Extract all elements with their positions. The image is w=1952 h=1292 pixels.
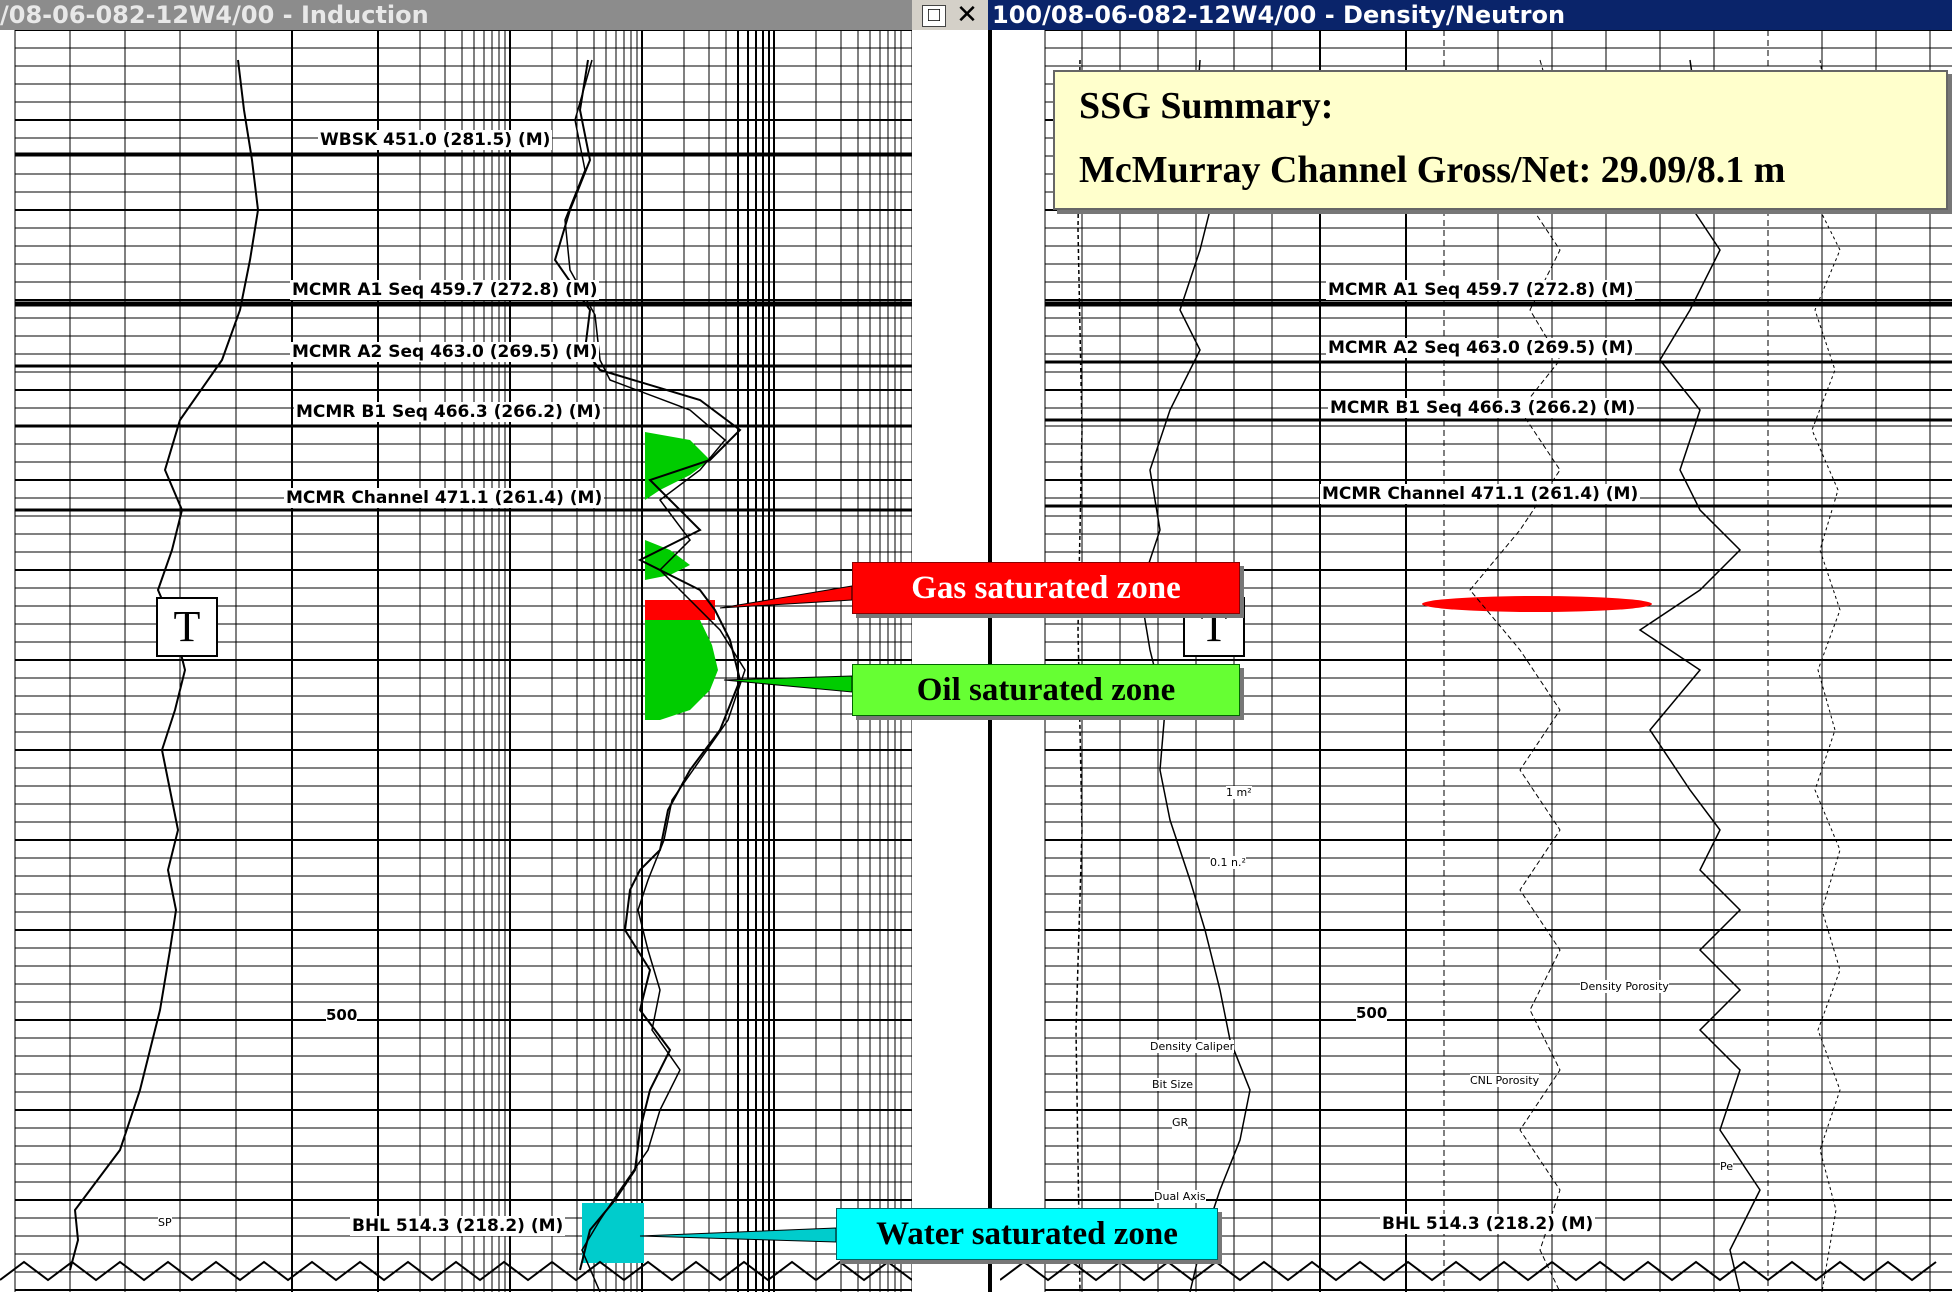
oil-zone-mid bbox=[645, 540, 690, 580]
caliper-curve bbox=[1075, 59, 1083, 1292]
gas-crossover-shade bbox=[1422, 596, 1652, 612]
bit-size-label: Bit Size bbox=[1152, 1078, 1193, 1091]
induction-log-pane[interactable]: WBSK 451.0 (281.5) (M) MCMR A1 Seq 459.7… bbox=[0, 30, 912, 1292]
oil-zone-callout: Oil saturated zone bbox=[852, 664, 1240, 716]
cnl-porosity-label: CNL Porosity bbox=[1470, 1074, 1540, 1087]
summary-gross-net: McMurray Channel Gross/Net: 29.09/8.1 m bbox=[1079, 149, 1786, 191]
depth-500-right: 500 bbox=[1356, 1004, 1388, 1022]
left-window-title: /08-06-082-12W4/00 - Induction bbox=[0, 1, 429, 29]
bhl-label-left: BHL 514.3 (218.2) (M) bbox=[350, 1216, 566, 1236]
top-b1-label-right: MCMR B1 Seq 466.3 (266.2) (M) bbox=[1328, 398, 1638, 418]
bhl-label-right: BHL 514.3 (218.2) (M) bbox=[1380, 1214, 1596, 1234]
right-window-titlebar[interactable]: 100/08-06-082-12W4/00 - Density/Neutron bbox=[988, 0, 1952, 30]
close-icon[interactable]: ✕ bbox=[956, 0, 978, 29]
top-channel-label: MCMR Channel 471.1 (261.4) (M) bbox=[284, 488, 605, 508]
minimize-icon[interactable]: □ bbox=[922, 5, 946, 27]
resistivity-curve-medium bbox=[564, 59, 746, 1292]
right-window-title: 100/08-06-082-12W4/00 - Density/Neutron bbox=[992, 1, 1566, 29]
density-neutron-log-pane[interactable]: MCMR A1 Seq 459.7 (272.8) (M) MCMR A2 Se… bbox=[1000, 30, 1952, 1292]
dual-axis-label: Dual Axis bbox=[1154, 1190, 1206, 1203]
t-marker-left: T bbox=[156, 597, 218, 657]
top-channel-label-right: MCMR Channel 471.1 (261.4) (M) bbox=[1320, 484, 1641, 504]
top-a1-label: MCMR A1 Seq 459.7 (272.8) (M) bbox=[290, 280, 600, 300]
gas-zone-callout: Gas saturated zone bbox=[852, 562, 1240, 614]
pe-curve bbox=[1809, 59, 1841, 1292]
top-a2-label: MCMR A2 Seq 463.0 (269.5) (M) bbox=[290, 342, 600, 362]
gas-zone-shade bbox=[645, 600, 715, 620]
summary-heading: SSG Summary: bbox=[1079, 85, 1334, 127]
resistivity-curve-deep bbox=[553, 59, 742, 1271]
density-porosity-label: Density Porosity bbox=[1580, 980, 1669, 993]
top-b1-label: MCMR B1 Seq 466.3 (266.2) (M) bbox=[294, 402, 604, 422]
depth-500-left: 500 bbox=[326, 1006, 358, 1024]
sp-curve-label: SP bbox=[158, 1216, 172, 1229]
window-controls: □ ✕ bbox=[912, 0, 988, 30]
density-caliper-label: Density Caliper bbox=[1150, 1040, 1235, 1053]
density-porosity-curve bbox=[1638, 59, 1761, 1292]
left-window-titlebar[interactable]: /08-06-082-12W4/00 - Induction bbox=[0, 0, 912, 30]
gr-label: GR bbox=[1172, 1116, 1189, 1129]
water-zone-callout: Water saturated zone bbox=[836, 1208, 1218, 1260]
cnl-porosity-curve bbox=[1469, 59, 1561, 1292]
pane-divider bbox=[912, 30, 1000, 1292]
ssg-summary-box: SSG Summary: McMurray Channel Gross/Net:… bbox=[1053, 70, 1948, 210]
pe-label: Pe bbox=[1720, 1160, 1734, 1173]
top-a2-label-right: MCMR A2 Seq 463.0 (269.5) (M) bbox=[1326, 338, 1636, 358]
density-neutron-grid bbox=[1000, 30, 1952, 1292]
top-a1-label-right: MCMR A1 Seq 459.7 (272.8) (M) bbox=[1326, 280, 1636, 300]
sp-curve bbox=[69, 59, 260, 1271]
top-wbsk-label: WBSK 451.0 (281.5) (M) bbox=[318, 130, 553, 150]
one-m-label: 1 m² bbox=[1226, 786, 1252, 799]
water-zone-shade bbox=[582, 1203, 644, 1263]
point-one-label: 0.1 n.² bbox=[1210, 856, 1246, 869]
induction-log-grid bbox=[0, 30, 912, 1292]
oil-zone-main bbox=[645, 620, 718, 720]
oil-zone-upper bbox=[645, 432, 710, 500]
